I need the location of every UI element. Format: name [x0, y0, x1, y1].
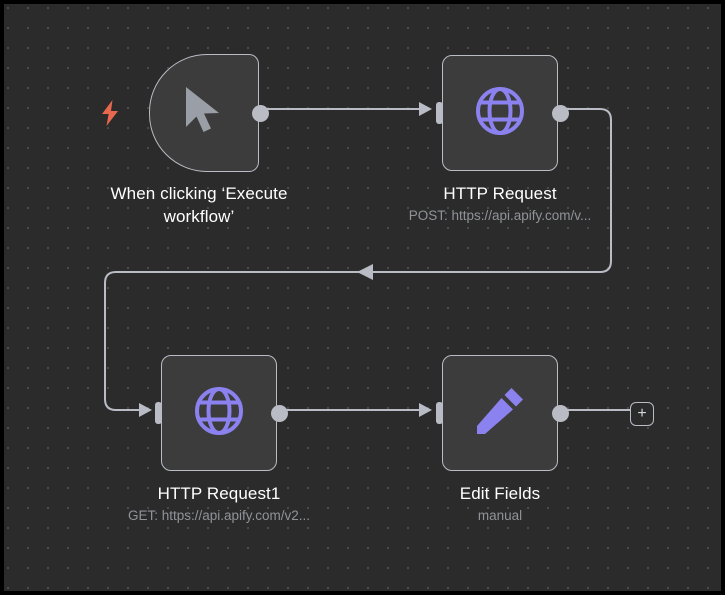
- node-label-edit-fields: Edit Fields: [459, 484, 541, 503]
- node-sublabel-http-request: POST: https://api.apify.com/v...: [408, 208, 592, 223]
- input-connector-edit-fields[interactable]: [429, 402, 443, 424]
- output-connector-edit-fields[interactable]: [552, 405, 569, 422]
- edge-arrowhead-http-request1: [139, 403, 152, 417]
- node-http-request1[interactable]: [161, 355, 277, 471]
- edge-arrowhead-http-request: [419, 102, 432, 116]
- node-sublabel-http-request1: GET: https://api.apify.com/v2...: [127, 508, 311, 523]
- node-label-trigger: When clicking ‘Execute workflow’: [110, 184, 288, 226]
- add-node-button[interactable]: +: [630, 402, 654, 426]
- connection-edges-layer: [104, 102, 632, 417]
- output-connector-http-request[interactable]: [552, 105, 569, 122]
- cursor-icon: [181, 85, 227, 142]
- node-http-request[interactable]: [442, 55, 558, 171]
- globe-icon: [193, 385, 245, 442]
- node-sublabel-edit-fields: manual: [477, 508, 523, 523]
- input-connector-http-request1[interactable]: [148, 402, 162, 424]
- input-connector-http-request[interactable]: [429, 102, 443, 124]
- globe-icon: [474, 85, 526, 142]
- edge-arrowhead-edit-fields: [419, 403, 432, 417]
- output-connector-http-request1[interactable]: [271, 405, 288, 422]
- node-when-clicking-execute-workflow[interactable]: [149, 54, 259, 172]
- output-connector-trigger[interactable]: [252, 105, 269, 122]
- node-edit-fields[interactable]: [442, 355, 558, 471]
- pencil-icon: [474, 385, 526, 442]
- node-label-http-request1: HTTP Request1: [157, 484, 281, 503]
- edge-arrow-marker-loopback: [357, 264, 373, 280]
- node-label-http-request: HTTP Request: [443, 184, 557, 203]
- lightning-bolt-icon: [100, 100, 120, 131]
- canvas-grid-background: [4, 4, 721, 591]
